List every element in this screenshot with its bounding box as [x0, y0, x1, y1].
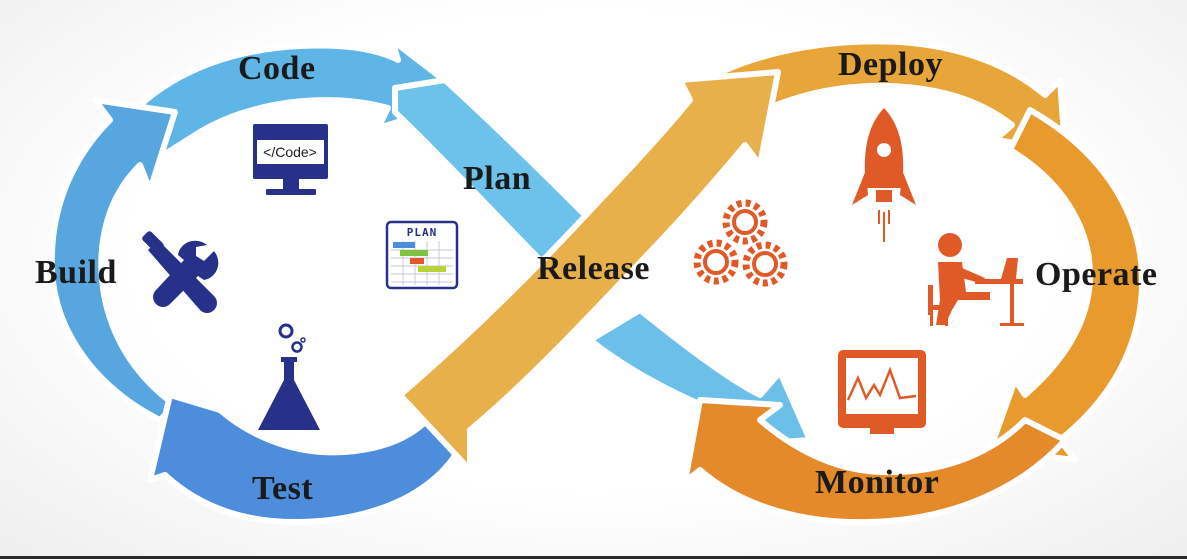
stage-label-code: Code: [238, 50, 316, 87]
code-arrow: [107, 37, 473, 173]
deploy-arrow: [687, 38, 1068, 153]
plan-board-caption: PLAN: [407, 226, 438, 239]
plan-gantt-icon: PLAN: [385, 220, 459, 290]
stage-label-release: Release: [537, 250, 651, 287]
tools-icon: [142, 231, 219, 313]
code-monitor-icon: </Code>: [253, 124, 328, 195]
stage-label-build: Build: [35, 254, 117, 291]
build-arrow: [48, 97, 178, 423]
stage-label-monitor: Monitor: [815, 464, 940, 501]
monitor-arrow: [682, 397, 1068, 526]
operate-arrow: [987, 107, 1146, 463]
dev-loop: [48, 37, 613, 525]
gears-icon: [693, 199, 788, 287]
stage-label-plan: Plan: [463, 160, 532, 197]
lab-flask-icon: [258, 323, 320, 430]
rocket-icon: [852, 108, 916, 242]
person-at-desk-icon: [928, 233, 1024, 326]
code-monitor-caption: </Code>: [263, 144, 317, 160]
monitor-graph-icon: [838, 350, 926, 434]
release-arrow: [397, 69, 781, 473]
ops-loop: [397, 38, 1146, 526]
stage-label-operate: Operate: [1035, 256, 1158, 293]
stage-label-deploy: Deploy: [838, 46, 943, 83]
bottom-rule: [0, 556, 1187, 559]
stage-label-test: Test: [252, 470, 314, 507]
test-arrow: [147, 392, 473, 525]
